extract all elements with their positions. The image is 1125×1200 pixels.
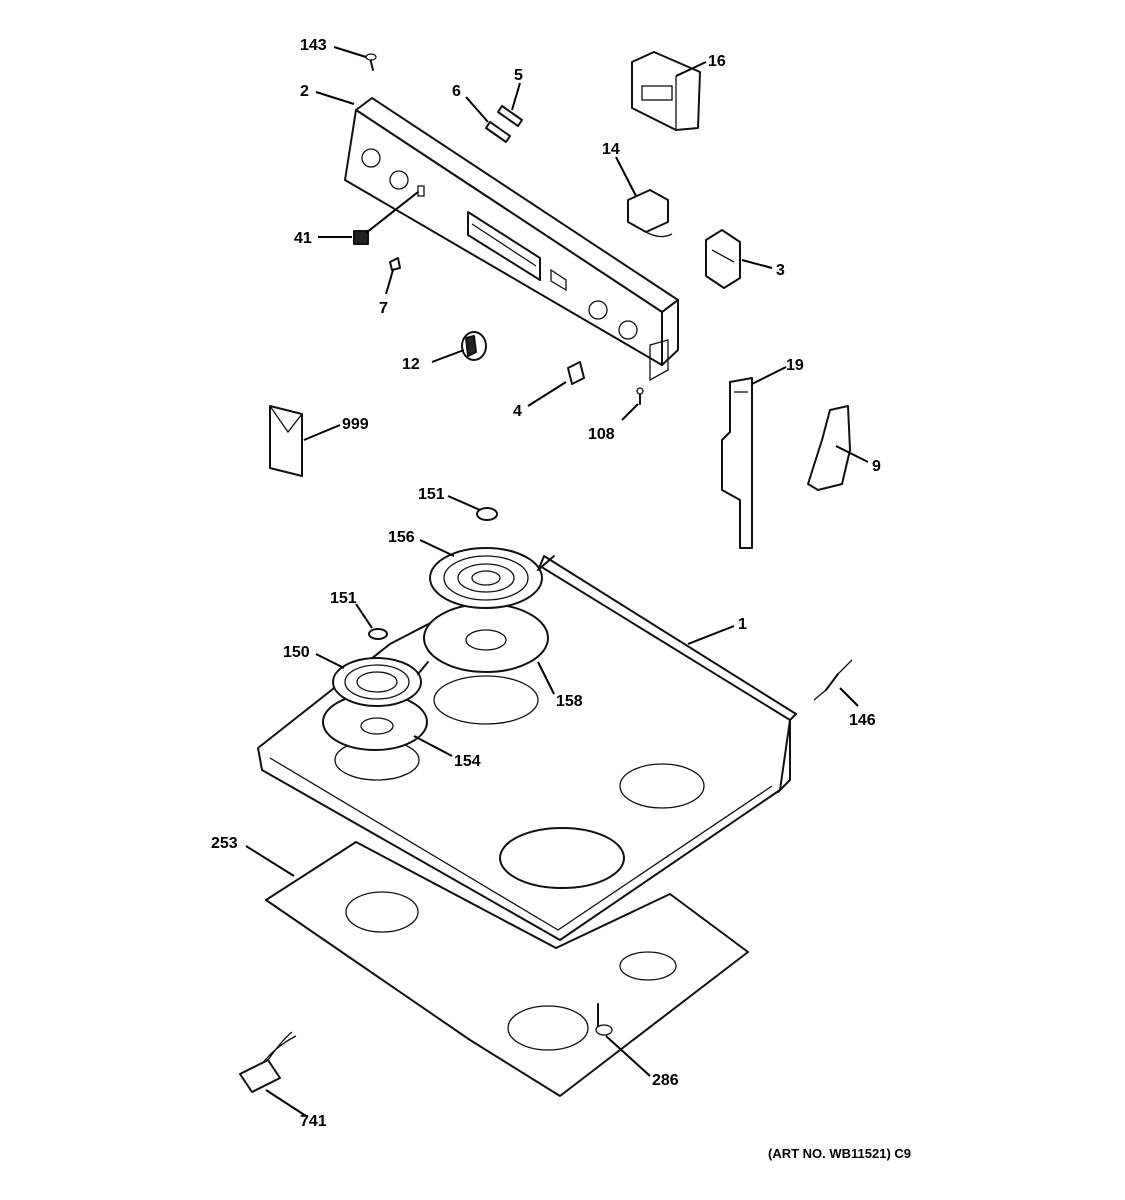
leader-999 <box>303 424 341 441</box>
leader-158 <box>537 661 555 695</box>
leader-41b <box>365 191 419 234</box>
leader-154 <box>413 735 453 757</box>
callout-146: 146 <box>849 712 876 729</box>
callout-151a: 151 <box>418 486 445 503</box>
callout-108: 108 <box>588 426 615 443</box>
leader-1 <box>687 625 735 645</box>
switch-14 <box>627 189 673 238</box>
bracket-286 <box>595 1003 613 1036</box>
callout-14: 14 <box>602 141 620 158</box>
leader-253 <box>245 845 295 877</box>
leader-156 <box>419 539 455 557</box>
leader-lines <box>245 46 869 1117</box>
callout-253: 253 <box>211 835 238 852</box>
leader-14 <box>615 156 637 197</box>
callout-150: 150 <box>283 644 310 661</box>
callout-156: 156 <box>388 529 415 546</box>
callout-1: 1 <box>738 616 747 633</box>
screw-143 <box>365 53 377 71</box>
side-bracket-19 <box>721 377 753 549</box>
screw-108 <box>636 387 644 405</box>
leader-286 <box>605 1035 651 1077</box>
callout-41: 41 <box>294 230 312 247</box>
callout-286: 286 <box>652 1072 679 1089</box>
callout-5: 5 <box>514 67 523 84</box>
callout-6: 6 <box>452 83 461 100</box>
art-number-label: (ART NO. WB11521) C9 <box>768 1146 912 1161</box>
knob-4 <box>567 361 585 385</box>
indicator-41 <box>353 230 369 245</box>
leader-19 <box>751 366 787 385</box>
leader-4 <box>527 381 567 407</box>
leader-146 <box>839 687 859 707</box>
callout-154: 154 <box>454 753 481 770</box>
leader-108 <box>621 403 639 421</box>
screw-146 <box>813 659 853 701</box>
callout-999: 999 <box>342 416 369 433</box>
leader-7 <box>385 269 394 295</box>
terminal-block-151a <box>476 507 498 521</box>
terminal-block-741 <box>239 1031 297 1093</box>
callout-741: 741 <box>300 1113 327 1130</box>
knob-12 <box>461 331 487 361</box>
leader-16 <box>675 61 707 77</box>
leader-2 <box>315 91 355 105</box>
surface-element-150 <box>332 657 429 707</box>
leader-150 <box>315 653 345 669</box>
clock-timer-16 <box>631 51 701 131</box>
callout-9: 9 <box>872 458 881 475</box>
callout-158: 158 <box>556 693 583 710</box>
leader-741 <box>265 1089 307 1117</box>
surface-element-156 <box>429 547 555 609</box>
callout-labels: 143 2 6 5 16 14 41 3 7 12 19 4 108 999 9… <box>211 37 881 1130</box>
callout-151b: 151 <box>330 590 357 607</box>
callout-3: 3 <box>776 262 785 279</box>
leader-12 <box>431 349 465 363</box>
leader-143 <box>333 46 367 58</box>
drip-pan-158 <box>423 603 549 673</box>
callout-143: 143 <box>300 37 327 54</box>
end-cap-9 <box>807 405 851 491</box>
terminal-block-151b <box>368 628 388 640</box>
leader-151b <box>355 603 373 629</box>
callout-19: 19 <box>786 357 804 374</box>
callout-7: 7 <box>379 300 388 317</box>
literature-999 <box>269 405 303 477</box>
leader-9 <box>835 445 869 463</box>
leader-6 <box>465 96 489 123</box>
callout-4: 4 <box>513 403 522 420</box>
callout-16: 16 <box>708 53 726 70</box>
bracket-5-6 <box>485 105 523 143</box>
callout-12: 12 <box>402 356 420 373</box>
relay-3 <box>705 229 741 289</box>
callout-2: 2 <box>300 83 309 100</box>
backsplash-control-panel <box>344 97 679 382</box>
lens-7 <box>389 257 401 271</box>
leader-151a <box>447 495 481 511</box>
leader-5 <box>511 82 521 111</box>
leader-3 <box>741 259 773 269</box>
burner-box-253 <box>265 841 749 1097</box>
